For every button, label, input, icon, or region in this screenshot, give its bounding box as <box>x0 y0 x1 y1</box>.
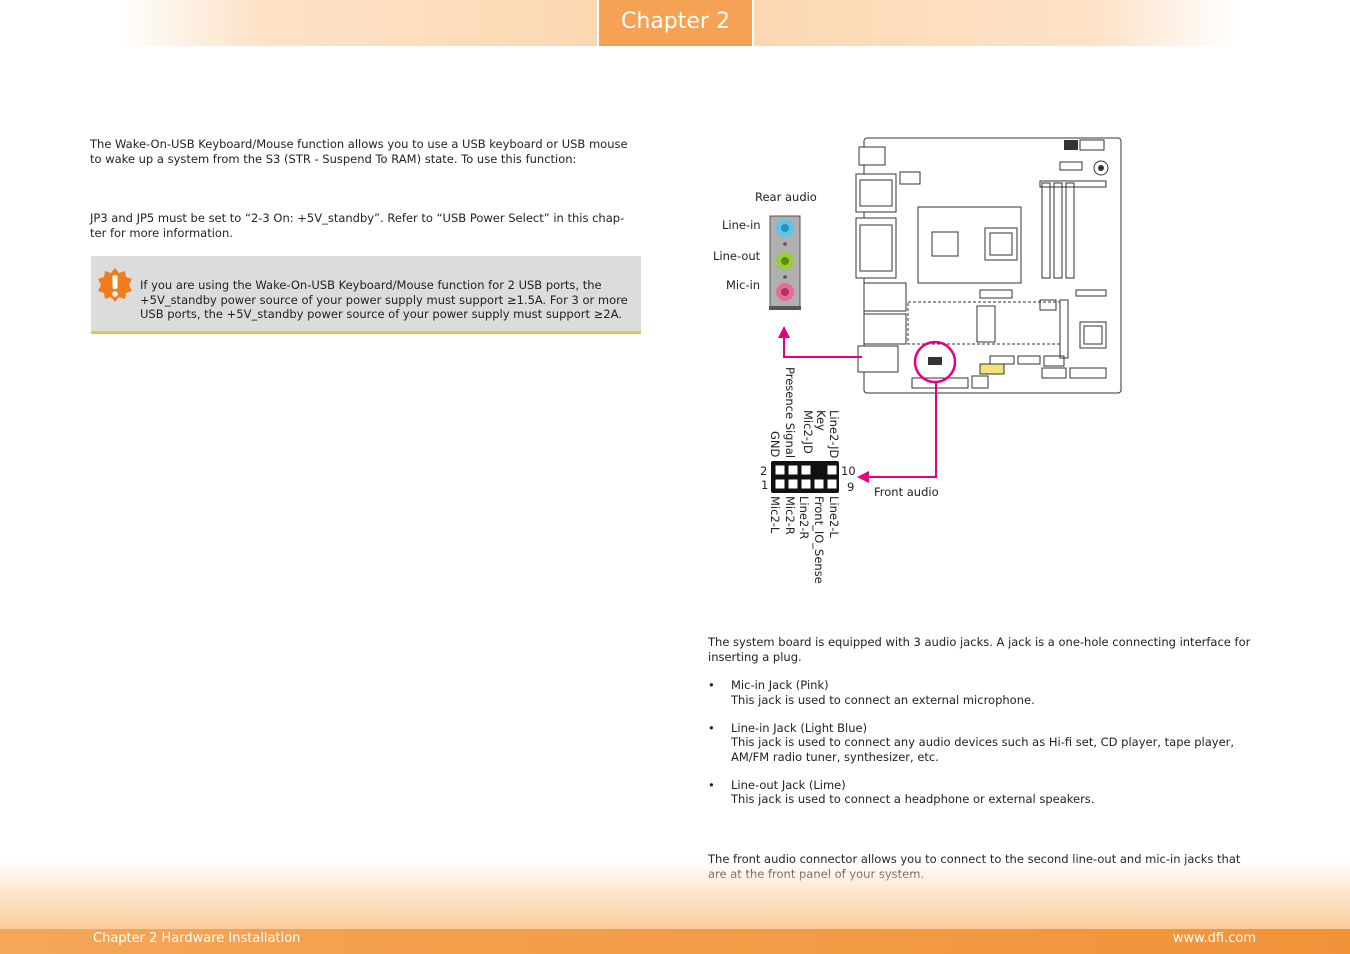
pin-label-mic2-l: Mic2-L <box>768 496 782 534</box>
mic-in-label: Mic-in <box>726 278 761 292</box>
front-audio-pointer <box>866 382 937 478</box>
list-item: • Line-out Jack (Lime) This jack is used… <box>708 778 1258 807</box>
bullet: • <box>708 777 715 792</box>
note-box: If you are using the Wake-On-USB Keyboar… <box>91 256 641 334</box>
rear-audio-pointer <box>783 336 862 358</box>
list-item: • Line-in Jack (Light Blue) This jack is… <box>708 721 1258 765</box>
footer-section-title: Chapter 2 Hardware Installation <box>93 931 301 946</box>
bullet-desc: This jack is used to connect a headphone… <box>731 792 1095 806</box>
bullet: • <box>708 678 715 692</box>
chapter-tab: Chapter 2 <box>597 0 754 46</box>
pin-label-line2-l: Line2-L <box>827 496 841 538</box>
jumper-setting-text: JP3 and JP5 must be set to “2-3 On: +5V_… <box>90 211 625 240</box>
wake-on-usb-intro: The Wake-On-USB Keyboard/Mouse function … <box>90 137 628 166</box>
bullet-title: Line-out Jack (Lime) <box>731 777 846 792</box>
footer-bar <box>0 929 1350 954</box>
list-item: • Mic-in Jack (Pink) This jack is used t… <box>708 678 1258 707</box>
pin-label-line2-r: Line2-R <box>797 496 811 540</box>
rear-audio-label: Rear audio <box>755 190 817 204</box>
note-text: If you are using the Wake-On-USB Keyboar… <box>140 278 628 321</box>
jack-list: • Mic-in Jack (Pink) This jack is used t… <box>708 678 1258 820</box>
audio-jacks-intro: The system board is equipped with 3 audi… <box>708 635 1251 664</box>
line-out-label: Line-out <box>713 249 761 263</box>
bullet-desc: This jack is used to connect any audio d… <box>731 735 1235 764</box>
front-audio-label: Front audio <box>874 485 939 499</box>
front-audio-header-board <box>928 357 942 365</box>
bullet-desc: This jack is used to connect an external… <box>731 692 1035 707</box>
pin-number-1: 1 <box>761 478 769 492</box>
bullet-title: Mic-in Jack (Pink) <box>731 678 829 692</box>
warning-icon <box>98 268 132 302</box>
pin-number-10: 10 <box>841 464 856 478</box>
pin-label-gnd: GND <box>768 431 782 458</box>
pin-number-9: 9 <box>847 480 855 494</box>
footer-band <box>0 860 1350 930</box>
pin-label-front-io-sense: Front_IO_Sense <box>812 496 826 584</box>
bullet: • <box>708 720 715 735</box>
pin-label-line2-jd: Line2-JD <box>827 410 841 459</box>
bullet-title: Line-in Jack (Light Blue) <box>731 720 868 735</box>
pin-label-mic2-r: Mic2-R <box>783 496 797 535</box>
line-in-label: Line-in <box>722 218 761 232</box>
footer-website-link[interactable]: www.dfi.com <box>1172 931 1256 946</box>
cpu-socket <box>917 206 1022 284</box>
pin-number-2: 2 <box>760 464 768 478</box>
pin-label-key: Key <box>814 410 828 431</box>
pin-label-presence-signal: Presence Signal <box>783 367 797 459</box>
pin-label-mic2-jd: Mic2-JD <box>801 410 815 454</box>
